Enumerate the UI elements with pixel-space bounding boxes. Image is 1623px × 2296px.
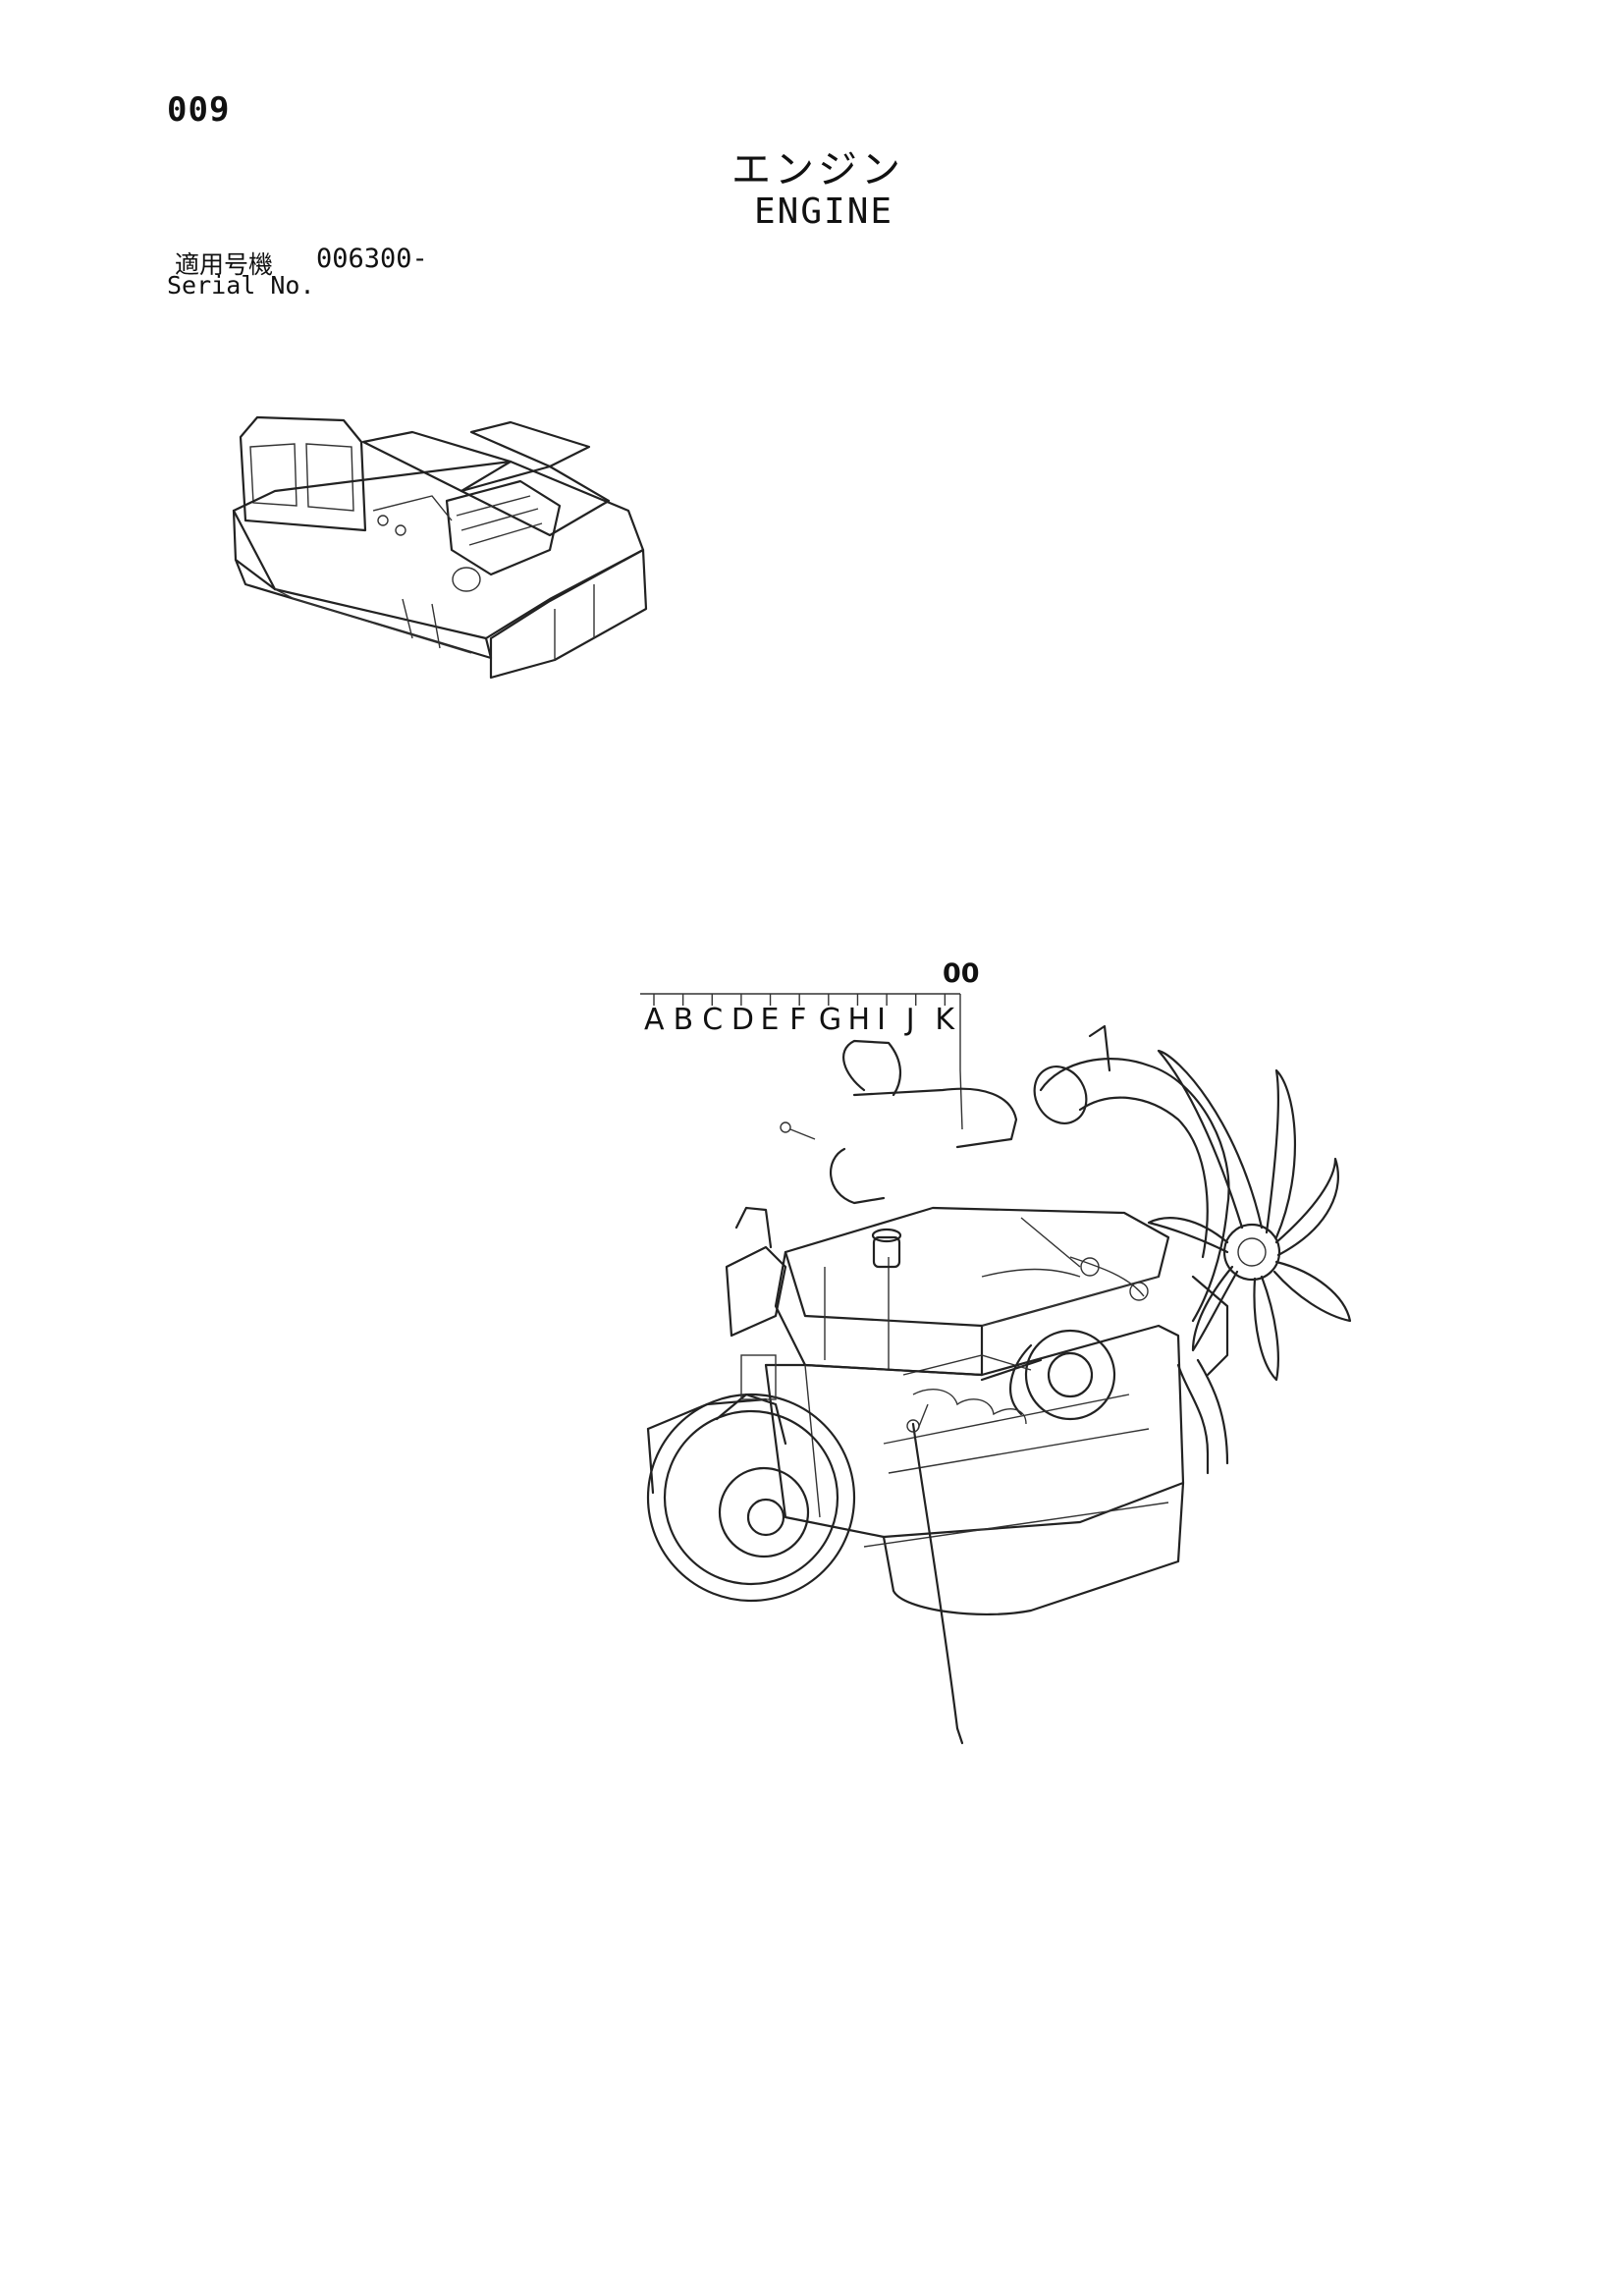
reference-letter-j: J bbox=[904, 1003, 915, 1037]
serial-number-value: 006300- bbox=[316, 244, 428, 274]
page-title-japanese: エンジン bbox=[731, 147, 904, 192]
reference-letter-h: H bbox=[847, 1003, 870, 1037]
assembly-ref-number: 00 bbox=[943, 958, 980, 989]
excavator-locator-drawing bbox=[232, 415, 648, 680]
serial-label: Serial No. bbox=[167, 271, 315, 300]
reference-letter-k: K bbox=[935, 1003, 955, 1037]
serial-label-japanese: 適用号機 bbox=[175, 250, 274, 279]
engine-assembly-drawing bbox=[646, 1024, 1352, 1745]
page-title: ENGINE bbox=[754, 191, 894, 232]
reference-letter-c: C bbox=[702, 1003, 723, 1037]
reference-letter-a: A bbox=[644, 1003, 665, 1037]
reference-letter-d: D bbox=[731, 1003, 754, 1037]
reference-letter-f: F bbox=[789, 1003, 806, 1037]
reference-letter-i: I bbox=[877, 1003, 886, 1037]
reference-letter-b: B bbox=[674, 1003, 694, 1037]
page-number: 009 bbox=[167, 90, 231, 130]
reference-letter-e: E bbox=[761, 1003, 780, 1037]
reference-letter-g: G bbox=[819, 1003, 841, 1037]
